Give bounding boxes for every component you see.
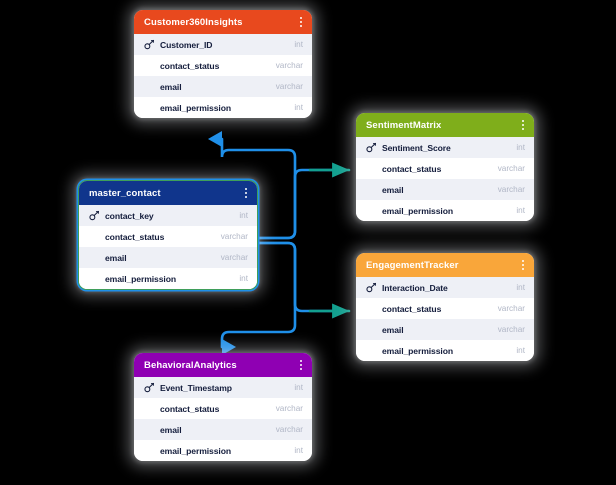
column-name: contact_key [105, 210, 154, 221]
column-type: varchar [275, 82, 303, 91]
table-title: BehavioralAnalytics [144, 359, 237, 371]
column-name: email [160, 81, 182, 92]
column-type: varchar [220, 253, 248, 262]
table-row[interactable]: email varchar [134, 419, 312, 440]
column-type: varchar [275, 404, 303, 413]
table-row[interactable]: Interaction_Date int [356, 277, 534, 298]
column-type: int [294, 383, 303, 392]
kebab-menu-icon[interactable] [520, 117, 526, 132]
column-type: int [294, 103, 303, 112]
table-row[interactable]: Sentiment_Score int [356, 137, 534, 158]
column-name: email [105, 252, 127, 263]
table-row[interactable]: contact_key int [79, 205, 257, 226]
column-type: int [294, 446, 303, 455]
table-row[interactable]: email varchar [356, 179, 534, 200]
column-name: email_permission [382, 205, 454, 216]
table-title: Customer360Insights [144, 16, 243, 28]
column-type: varchar [275, 425, 303, 434]
primary-key-icon [366, 282, 376, 293]
column-type: varchar [497, 164, 525, 173]
table-row[interactable]: email_permission int [356, 340, 534, 361]
table-title: SentimentMatrix [366, 119, 442, 131]
table-row[interactable]: contact_status varchar [356, 158, 534, 179]
edge-master-to-engagementtracker [256, 241, 346, 313]
column-type: int [516, 283, 525, 292]
column-name: contact_status [160, 403, 220, 414]
table-row[interactable]: Customer_ID int [134, 34, 312, 55]
kebab-menu-icon[interactable] [520, 257, 526, 272]
column-name: email [382, 184, 404, 195]
primary-key-icon [366, 142, 376, 153]
column-name: email_permission [160, 445, 232, 456]
primary-key-icon [144, 382, 154, 393]
column-name: email_permission [382, 345, 454, 356]
key-cell [366, 282, 382, 293]
table-row[interactable]: contact_status varchar [356, 298, 534, 319]
column-name: email_permission [105, 273, 177, 284]
column-type: varchar [497, 185, 525, 194]
column-type: int [516, 206, 525, 215]
column-name: contact_status [382, 303, 442, 314]
table-header-customer360insights[interactable]: Customer360Insights [134, 10, 312, 34]
table-header-behavioralanalytics[interactable]: BehavioralAnalytics [134, 353, 312, 377]
kebab-menu-icon[interactable] [298, 14, 304, 29]
key-cell [89, 210, 105, 221]
table-header-sentimentmatrix[interactable]: SentimentMatrix [356, 113, 534, 137]
table-row[interactable]: email varchar [134, 76, 312, 97]
key-cell [144, 382, 160, 393]
table-row[interactable]: contact_status varchar [79, 226, 257, 247]
primary-key-icon [89, 210, 99, 221]
table-row[interactable]: contact_status varchar [134, 398, 312, 419]
key-cell [366, 142, 382, 153]
column-name: email [382, 324, 404, 335]
table-row[interactable]: email_permission int [134, 440, 312, 461]
table-header-master_contact[interactable]: master_contact [79, 181, 257, 205]
column-type: int [516, 143, 525, 152]
column-name: Interaction_Date [382, 282, 448, 293]
column-name: contact_status [382, 163, 442, 174]
table-row[interactable]: email varchar [356, 319, 534, 340]
column-name: email [160, 424, 182, 435]
table-row[interactable]: Event_Timestamp int [134, 377, 312, 398]
table-row[interactable]: email_permission int [134, 97, 312, 118]
column-name: email_permission [160, 102, 232, 113]
column-name: contact_status [105, 231, 165, 242]
column-type: int [516, 346, 525, 355]
column-name: contact_status [160, 60, 220, 71]
column-type: int [239, 274, 248, 283]
table-row[interactable]: contact_status varchar [134, 55, 312, 76]
key-cell [144, 39, 160, 50]
edge-master-to-sentimentmatrix [256, 168, 346, 240]
column-name: Sentiment_Score [382, 142, 451, 153]
table-row[interactable]: email_permission int [79, 268, 257, 289]
primary-key-icon [144, 39, 154, 50]
column-name: Customer_ID [160, 39, 213, 50]
column-type: varchar [275, 61, 303, 70]
column-type: int [294, 40, 303, 49]
column-type: varchar [220, 232, 248, 241]
kebab-menu-icon[interactable] [243, 185, 249, 200]
column-type: varchar [497, 325, 525, 334]
table-row[interactable]: email varchar [79, 247, 257, 268]
column-type: varchar [497, 304, 525, 313]
kebab-menu-icon[interactable] [298, 357, 304, 372]
table-title: EngagementTracker [366, 259, 459, 271]
column-name: Event_Timestamp [160, 382, 232, 393]
table-row[interactable]: email_permission int [356, 200, 534, 221]
column-type: int [239, 211, 248, 220]
table-header-engagementtracker[interactable]: EngagementTracker [356, 253, 534, 277]
table-title: master_contact [89, 187, 161, 199]
